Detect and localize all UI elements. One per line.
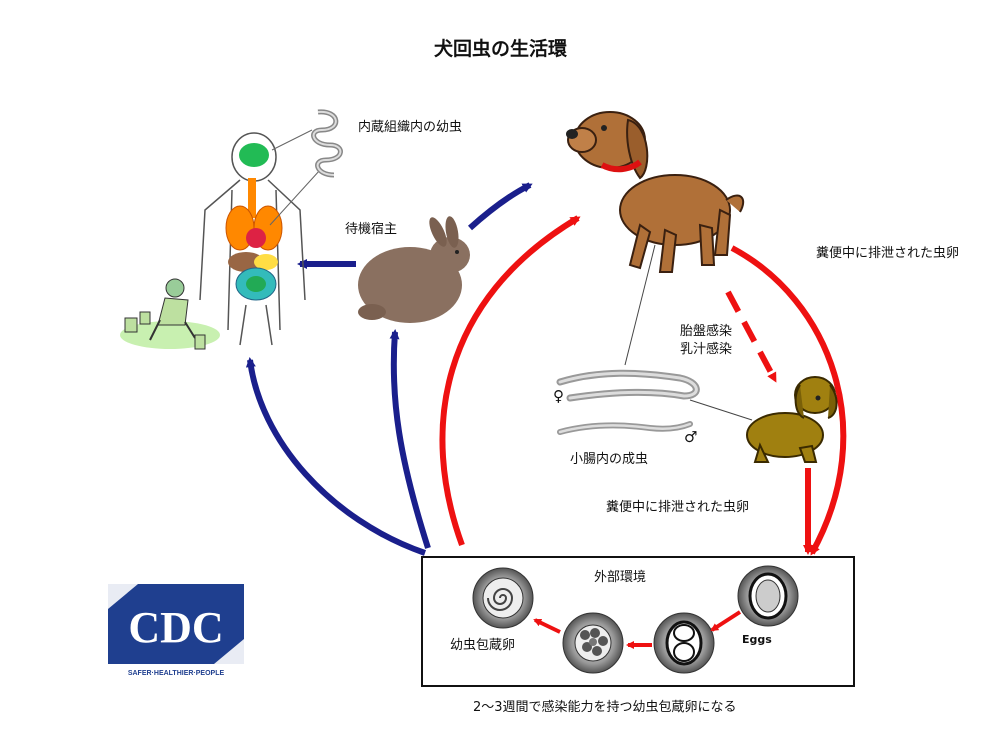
label-transplacental: 胎盤感染 [680, 324, 733, 339]
rabbit-icon [358, 216, 470, 323]
arrow-egg-to-rabbit [389, 329, 431, 549]
arrow-egg-to-human [245, 357, 426, 556]
human-anatomy-figure [199, 129, 321, 346]
adult-worms-icon [556, 369, 753, 435]
label-adults-in-intestine: 小腸内の成虫 [570, 452, 649, 467]
arrow-dog-to-environment [730, 245, 847, 556]
morula-egg-icon [562, 612, 624, 674]
diagram-title: 犬回虫の生活環 [433, 38, 567, 60]
label-feces-eggs-mid: 糞便中に排泄された虫卵 [606, 500, 750, 515]
label-feces-eggs-top: 糞便中に排泄された虫卵 [816, 246, 960, 261]
label-lactogenic: 乳汁感染 [680, 342, 733, 357]
arrow-egg-to-dog [439, 215, 581, 547]
larvae-icon [311, 109, 343, 178]
label-environment: 外部環境 [594, 570, 647, 585]
label-embryonated-egg: 幼虫包蔵卵 [450, 638, 516, 653]
female-symbol: ♀ [553, 387, 564, 405]
footnote: 2～3週間で感染能力を持つ幼虫包蔵卵になる [473, 700, 737, 715]
label-paratenic-host: 待機宿主 [345, 222, 398, 237]
adult-dog-icon [566, 111, 745, 366]
egg-icon [737, 565, 799, 627]
arrow-rabbit-to-dog [467, 182, 533, 231]
arrow-morula-to-embryonated [533, 618, 561, 634]
cdc-tagline: SAFER·HEALTHIER·PEOPLE [128, 670, 225, 677]
embryonated-egg-icon [472, 567, 534, 629]
male-symbol: ♂ [684, 428, 698, 446]
label-eggs: Eggs [742, 633, 772, 646]
arrow-egg-to-embryonating [710, 610, 742, 632]
embryonating-egg-icon [653, 612, 715, 674]
label-larvae-in-tissue: 内蔵組織内の幼虫 [358, 120, 463, 135]
puppy-icon [746, 376, 838, 463]
child-playing-icon [120, 278, 220, 350]
arrow-transplacental-dashed [725, 290, 778, 383]
cdc-logo-text: CDC [128, 603, 223, 652]
environment-box [421, 556, 855, 687]
cdc-logo: CDC SAFER·HEALTHIER·PEOPLE [108, 584, 244, 678]
